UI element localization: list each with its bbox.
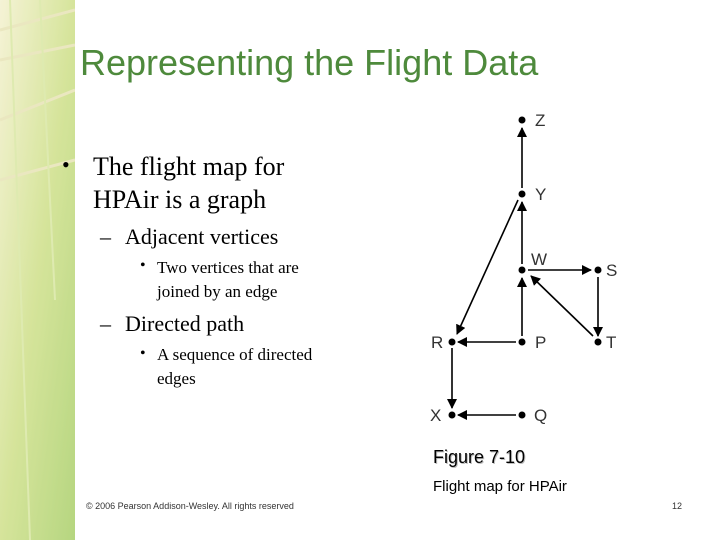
bullet-l2-adjacent: Adjacent vertices [125, 224, 279, 249]
vertex-label-T: T [606, 333, 616, 352]
page-number: 12 [672, 501, 683, 511]
edge-Y-R [456, 199, 519, 335]
figure-caption: Flight map for HPAir [433, 478, 567, 495]
vertex-label-R: R [431, 333, 443, 352]
vertex-label-Y: Y [535, 185, 546, 204]
vertex-label-P: P [535, 333, 546, 352]
dash-marker: – [100, 311, 111, 336]
copyright-footer: © 2006 Pearson Addison-Wesley. All right… [86, 501, 294, 511]
slide-title: Representing the Flight Data [80, 42, 539, 83]
vertex-T [594, 338, 602, 346]
bullet-marker: • [140, 257, 146, 274]
vertex-X [448, 411, 456, 419]
flight-map-graph: Z Y W S R P T X Q [410, 100, 640, 435]
bullet-l3-line2: edges [157, 369, 196, 388]
bullet-l1-line2: HPAir is a graph [93, 185, 267, 214]
vertex-label-Z: Z [535, 111, 545, 130]
bullet-marker: • [140, 345, 146, 362]
vertex-Q [518, 411, 526, 419]
bullet-l3-line2: joined by an edge [157, 282, 278, 301]
vertex-label-W: W [531, 250, 547, 269]
vertex-Y [518, 190, 526, 198]
dash-marker: – [100, 224, 111, 249]
figure-label: Figure 7-10 [433, 447, 526, 467]
decorative-background [0, 0, 75, 540]
vertex-Z [518, 116, 526, 124]
bullet-l2-directed-path: Directed path [125, 311, 245, 336]
bullet-l3-line1: A sequence of directed [157, 345, 313, 364]
bullet-marker: • [62, 152, 70, 177]
vertex-P [518, 338, 526, 346]
vertex-W [518, 266, 526, 274]
bullet-l3-line1: Two vertices that are [157, 258, 299, 277]
edge-T-W [530, 275, 594, 337]
vertex-R [448, 338, 456, 346]
vertex-label-X: X [430, 406, 441, 425]
bullet-l1-line1: The flight map for [93, 152, 285, 181]
vertex-S [594, 266, 602, 274]
vertex-label-S: S [606, 261, 617, 280]
vertex-label-Q: Q [534, 406, 547, 425]
